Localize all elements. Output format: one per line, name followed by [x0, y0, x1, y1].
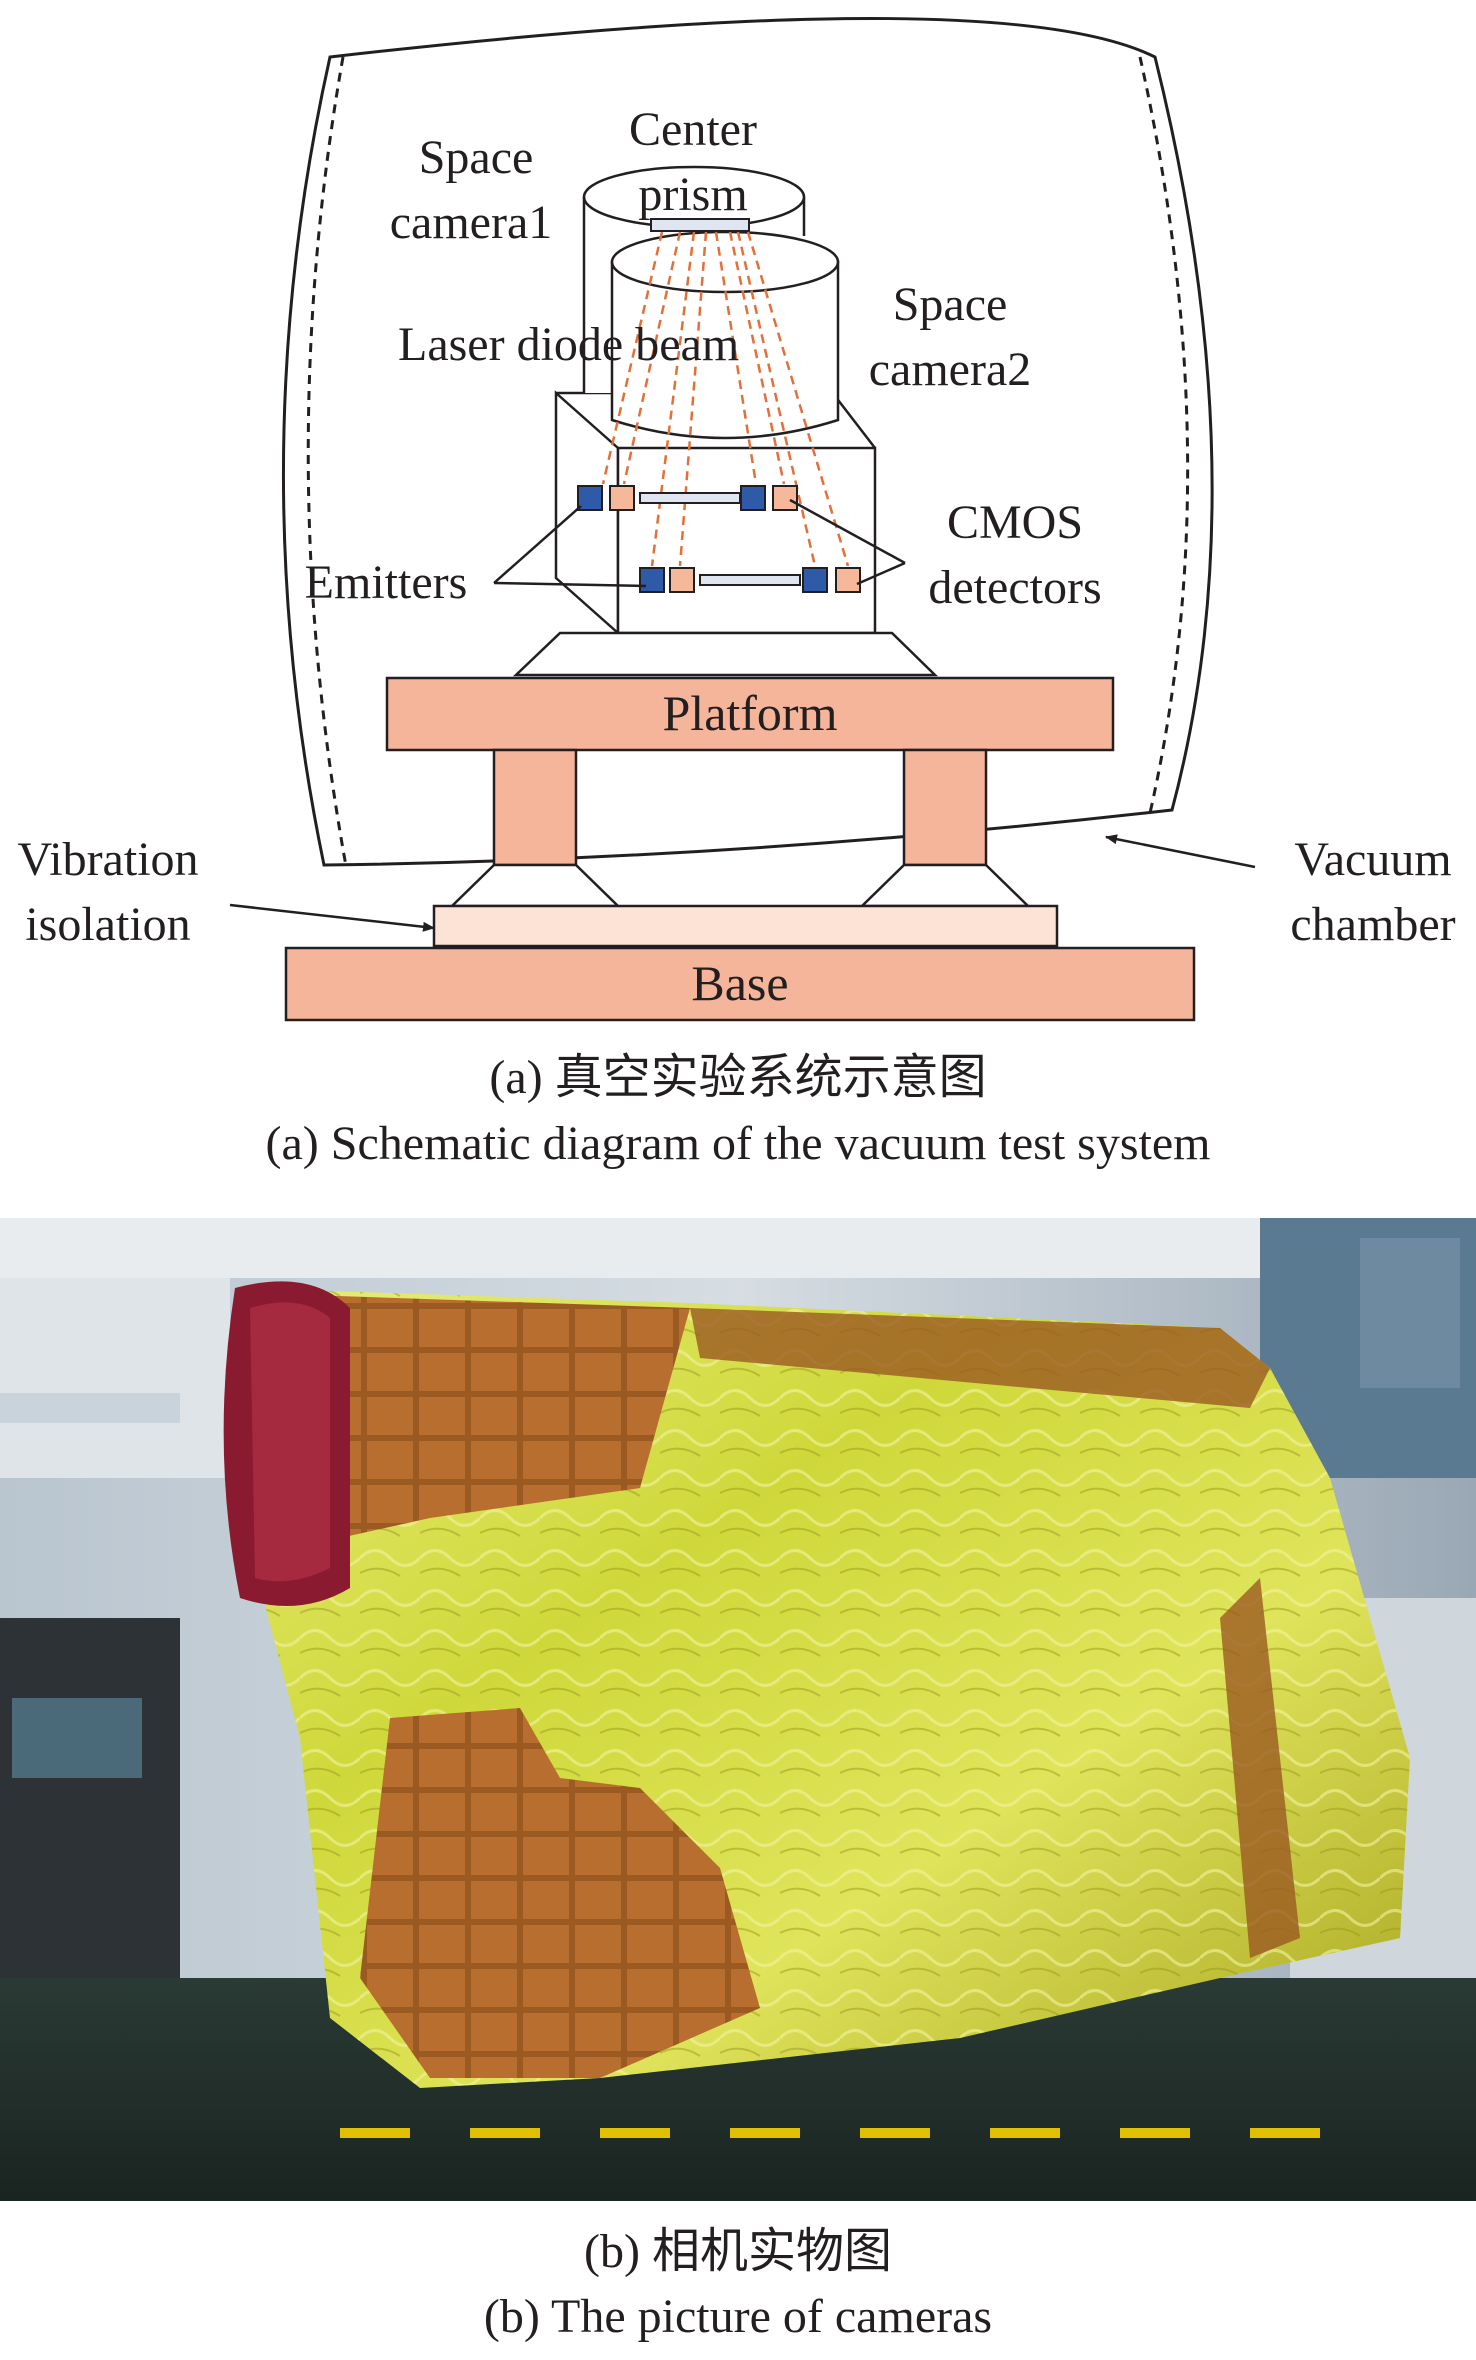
vacuum-chamber-outline	[281, 17, 1214, 867]
label-laser-diode-beam: Laser diode beam	[398, 318, 739, 371]
cmos-detector	[835, 567, 861, 593]
label-base: Base	[691, 955, 788, 1011]
label-space-camera2-line2: camera2	[869, 343, 1032, 396]
leader-lines	[229, 498, 1256, 932]
caption-a-english: (a) Schematic diagram of the vacuum test…	[265, 1117, 1211, 1170]
baseline-bar	[639, 492, 741, 504]
label-vacuum-chamber-line2: chamber	[1290, 898, 1455, 951]
caption-b-english: (b) The picture of cameras	[483, 2290, 993, 2343]
camera-housing-box	[554, 390, 877, 636]
space-camera2-cylinder	[610, 230, 840, 440]
platform-block	[385, 676, 1115, 752]
cmos-detector	[772, 485, 798, 511]
housing-mount	[512, 631, 939, 677]
platform-leg-right	[902, 748, 988, 867]
emitter	[577, 485, 603, 511]
vacuum-test-system-diagram: Center prism Space camera1 Space camera2…	[17, 17, 1456, 1022]
platform-leg-left	[492, 748, 578, 867]
label-vibration-isolation-line1: Vibration	[17, 833, 198, 886]
label-space-camera1-line1: Space	[419, 131, 534, 184]
vibration-isolation-block	[432, 904, 1059, 948]
label-cmos-detectors-line1: CMOS	[947, 496, 1083, 549]
label-space-camera1-line2: camera1	[390, 196, 553, 249]
emitter-detector-row-top	[577, 485, 798, 511]
camera-photo	[0, 1218, 1476, 2201]
leg-foot-left	[448, 863, 622, 908]
caption-b-chinese: (b) 相机实物图	[584, 2225, 892, 2278]
emitter	[802, 567, 828, 593]
emitter	[639, 567, 665, 593]
label-cmos-detectors-line2: detectors	[928, 561, 1101, 614]
cmos-detector	[669, 567, 695, 593]
emitter	[740, 485, 766, 511]
cmos-detector	[609, 485, 635, 511]
laser-diode-beams	[601, 231, 850, 567]
baseline-bar	[699, 574, 801, 586]
label-emitters: Emitters	[305, 556, 468, 609]
label-vacuum-chamber-line1: Vacuum	[1294, 833, 1451, 886]
label-center-prism-line2: prism	[638, 168, 747, 221]
base-block	[284, 946, 1196, 1022]
label-vibration-isolation-line2: isolation	[25, 898, 190, 951]
label-center-prism-line1: Center	[629, 103, 757, 156]
emitter-detector-row-bottom	[639, 567, 861, 593]
caption-a-chinese: (a) 真空实验系统示意图	[489, 1051, 987, 1104]
label-space-camera2-line1: Space	[893, 278, 1008, 331]
center-prism	[650, 218, 750, 232]
label-platform: Platform	[663, 685, 838, 741]
leg-foot-right	[858, 863, 1032, 908]
